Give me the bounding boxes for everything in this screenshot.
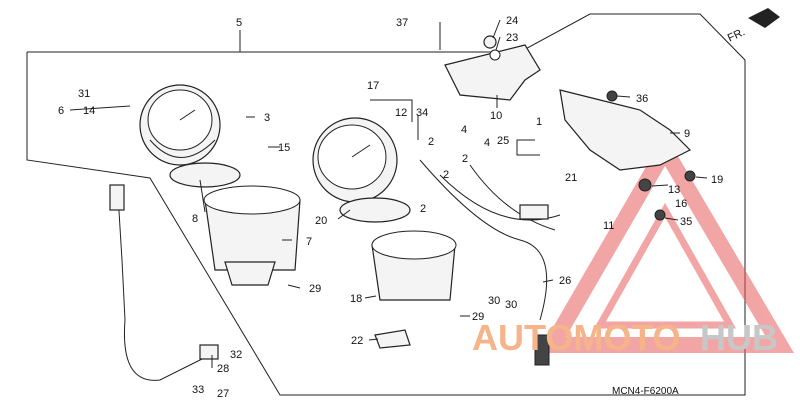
callout-2b: 2 xyxy=(462,153,468,165)
watermark-logo-icon xyxy=(538,134,795,353)
callout-30a: 30 xyxy=(488,295,500,307)
callout-35: 35 xyxy=(680,216,692,228)
meter-bracket-icon xyxy=(444,35,541,101)
callout-15: 15 xyxy=(278,142,290,154)
callout-29b: 29 xyxy=(472,311,484,323)
callout-21: 21 xyxy=(565,172,577,184)
watermark-text-b: HUB xyxy=(700,317,778,358)
callout-13: 13 xyxy=(668,184,680,196)
callout-16: 16 xyxy=(675,198,687,210)
watermark: AUTOMOTO HUB xyxy=(472,317,778,358)
tachometer-icon xyxy=(139,84,241,188)
callout-9: 9 xyxy=(684,128,690,140)
clip-icon xyxy=(374,329,411,349)
meter-case-icon xyxy=(371,230,457,301)
callout-24: 24 xyxy=(506,15,518,27)
callout-4b: 4 xyxy=(484,137,490,149)
leader-lines xyxy=(69,19,708,368)
callout-1: 1 xyxy=(536,116,542,128)
speedometer-icon xyxy=(312,117,411,223)
callout-18: 18 xyxy=(350,293,362,305)
callout-4a: 4 xyxy=(461,124,467,136)
callout-34: 34 xyxy=(416,107,428,119)
callout-26: 26 xyxy=(559,275,571,287)
callout-19: 19 xyxy=(711,174,723,186)
callout-22: 22 xyxy=(351,335,363,347)
callout-28: 28 xyxy=(217,363,229,375)
callout-36: 36 xyxy=(636,93,648,105)
callout-10: 10 xyxy=(490,110,502,122)
callout-14: 14 xyxy=(83,105,95,117)
callout-20: 20 xyxy=(315,215,327,227)
indicator-housing-icon xyxy=(559,89,696,221)
callout-6: 6 xyxy=(58,105,64,117)
callout-5: 5 xyxy=(236,17,242,29)
diagram-code: MCN4-F6200A xyxy=(612,386,679,397)
callout-17: 17 xyxy=(367,80,379,92)
callout-25: 25 xyxy=(497,135,509,147)
front-direction-arrow-icon: FR. xyxy=(726,8,780,45)
callout-33: 33 xyxy=(192,384,204,396)
callout-30b: 30 xyxy=(505,299,517,311)
callout-23: 23 xyxy=(506,32,518,44)
meter-case-icon xyxy=(203,185,301,286)
callout-12: 12 xyxy=(395,107,407,119)
callout-31: 31 xyxy=(78,88,90,100)
callout-2d: 2 xyxy=(420,203,426,215)
callout-labels: 37 24 23 5 36 10 31 14 6 3 15 17 12 34 2… xyxy=(58,15,723,400)
callout-8: 8 xyxy=(192,213,198,225)
callout-3: 3 xyxy=(264,112,270,124)
callout-29a: 29 xyxy=(309,283,321,295)
direction-label: FR. xyxy=(726,26,747,44)
callout-11: 11 xyxy=(603,220,614,232)
speedometer-cable-icon xyxy=(109,184,219,381)
callout-37: 37 xyxy=(396,17,408,29)
watermark-text-a: AUTOMOTO xyxy=(472,317,681,358)
callout-32: 32 xyxy=(230,349,242,361)
callout-2a: 2 xyxy=(428,136,434,148)
callout-27: 27 xyxy=(217,388,229,400)
assembly-outline xyxy=(26,13,746,396)
callout-7: 7 xyxy=(306,236,312,248)
callout-2c: 2 xyxy=(443,169,449,181)
